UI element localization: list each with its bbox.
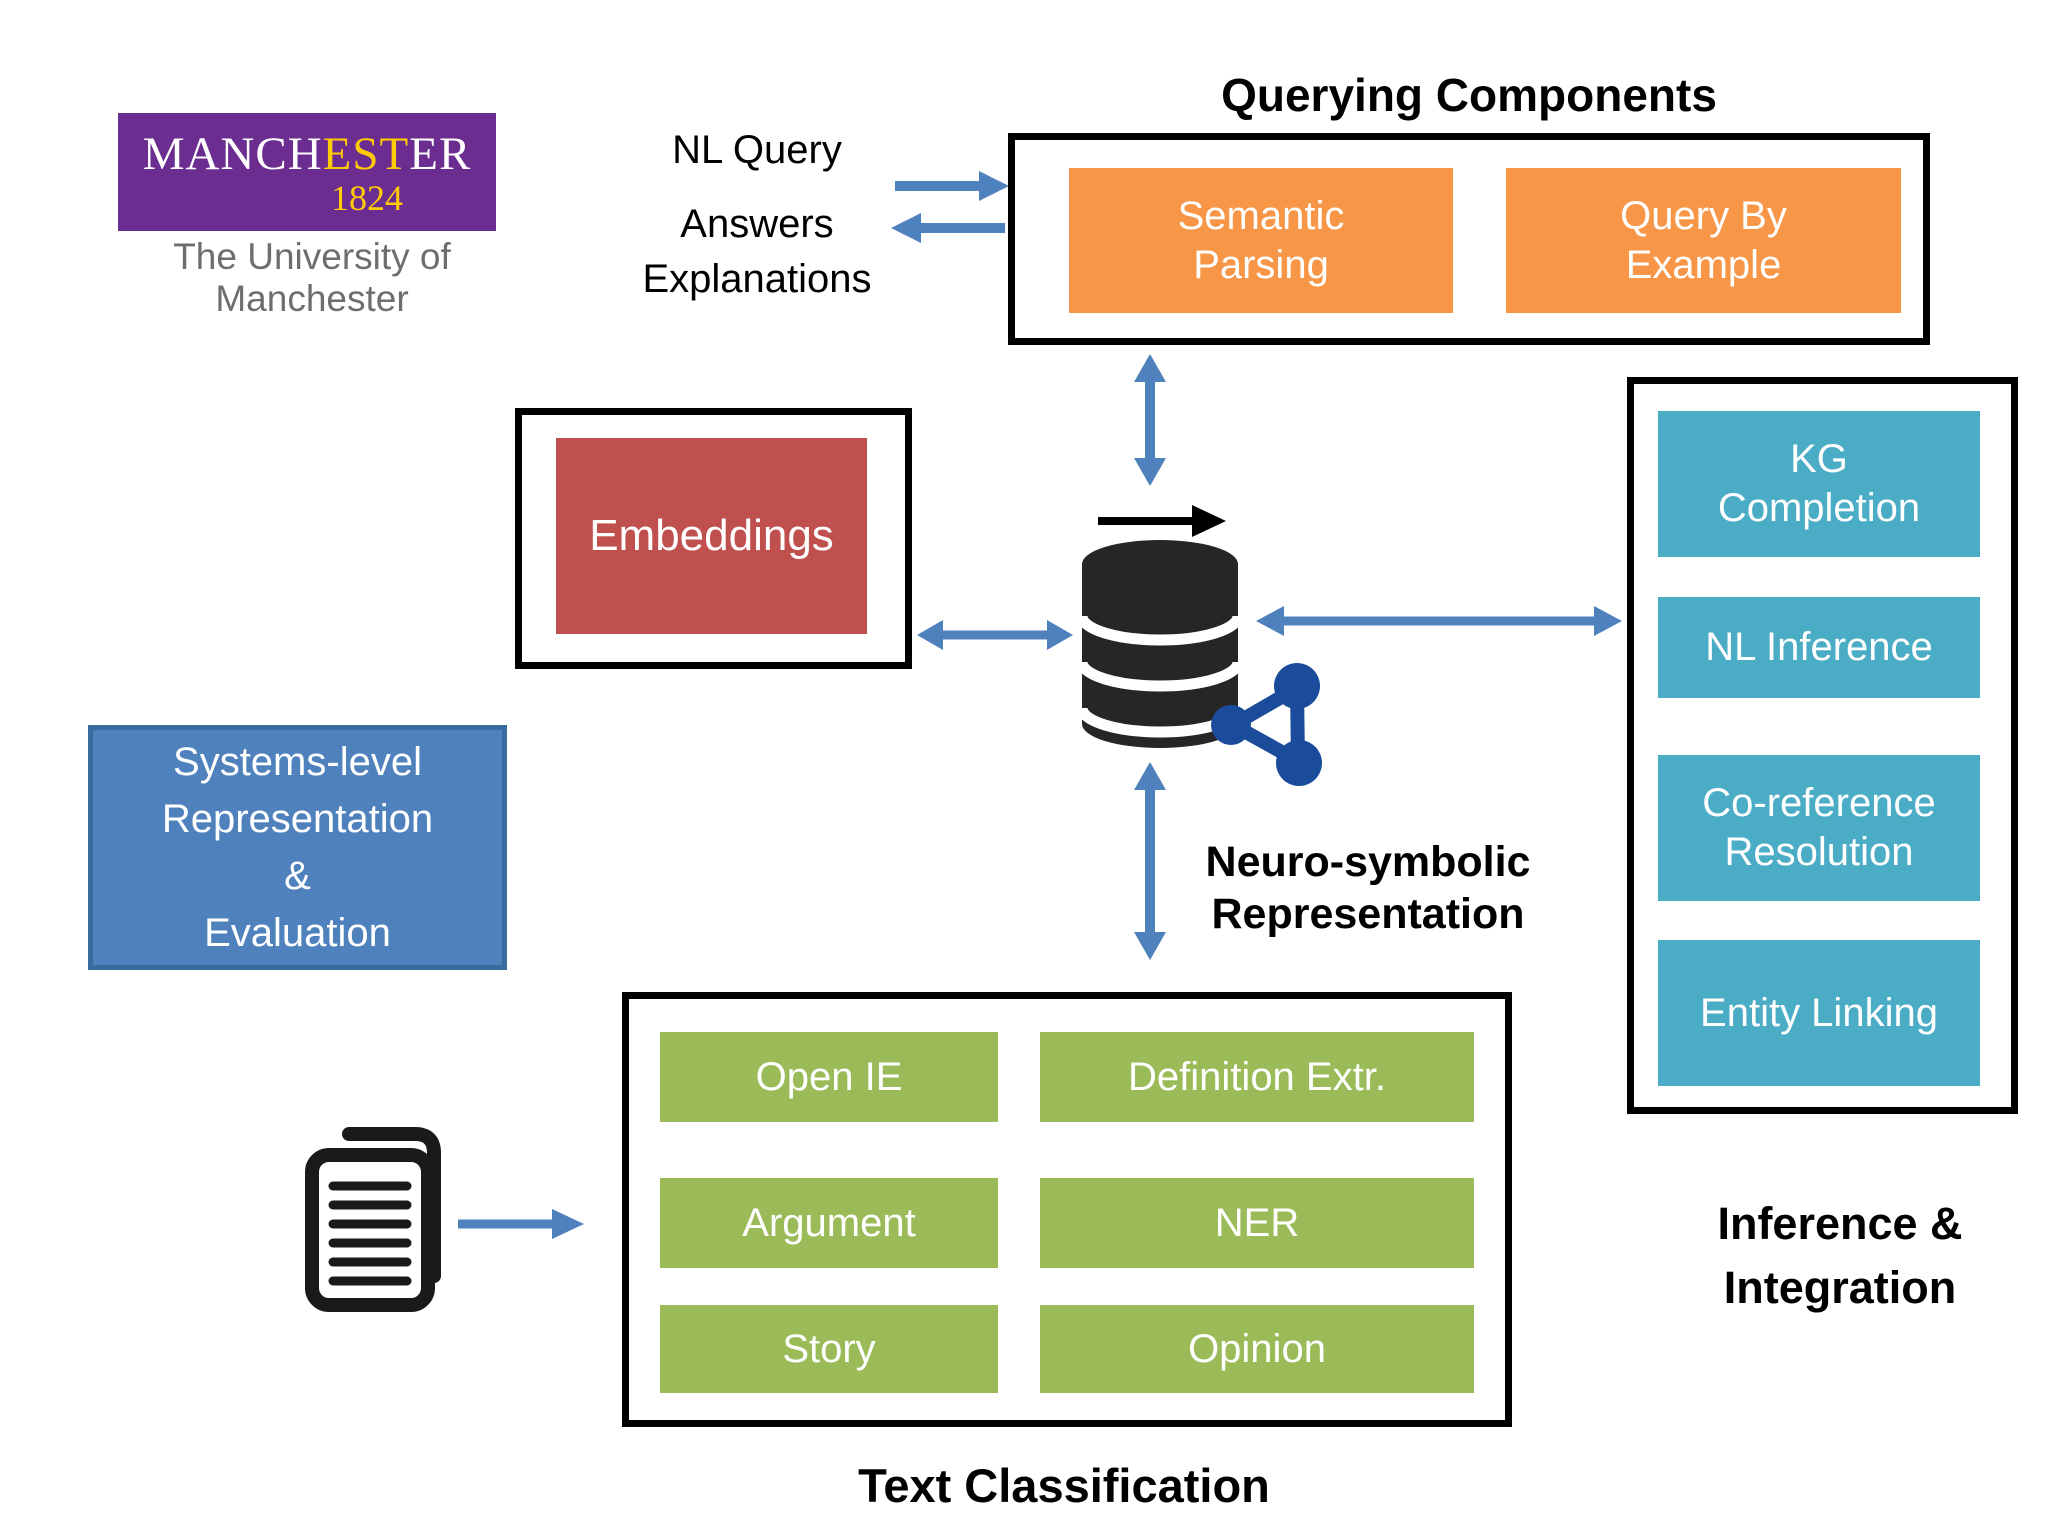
- database-icon: [1078, 540, 1242, 748]
- arrow-doc-classification-icon: [458, 1209, 584, 1239]
- definition-extraction-box: Definition Extr.: [1040, 1032, 1474, 1122]
- arrow-db-inference-icon: [1256, 606, 1622, 636]
- systems-line-2: Representation: [161, 796, 434, 841]
- semantic-parsing-box: Semantic Parsing: [1069, 168, 1453, 313]
- kg-completion-box: KG Completion: [1658, 411, 1980, 557]
- answers-label: Answers: [680, 202, 834, 246]
- query-by-example-box: Query By Example: [1506, 168, 1901, 313]
- neuro-symbolic-line2: Representation: [1211, 890, 1525, 938]
- story-box: Story: [660, 1305, 998, 1393]
- inference-title-line2: Integration: [1723, 1262, 1957, 1313]
- coreference-resolution-box: Co-reference Resolution: [1658, 755, 1980, 901]
- open-ie-box: Open IE: [660, 1032, 998, 1122]
- logo-year: 1824: [331, 178, 403, 218]
- neuro-symbolic-line1: Neuro-symbolic: [1205, 838, 1531, 886]
- story-label: Story: [782, 1326, 876, 1371]
- semantic-parsing-label: Semantic Parsing: [1177, 193, 1345, 287]
- definition-extraction-label: Definition Extr.: [1128, 1054, 1386, 1099]
- argument-label: Argument: [742, 1200, 916, 1245]
- nl-query-label: NL Query: [672, 128, 842, 172]
- arrow-querying-db-icon: [1134, 354, 1166, 486]
- nl-inference-box: NL Inference: [1658, 597, 1980, 698]
- opinion-box: Opinion: [1040, 1305, 1474, 1393]
- wordmark-highlight: EST: [322, 128, 410, 180]
- document-stack-icon: [305, 1127, 441, 1312]
- explanations-label: Explanations: [642, 257, 872, 301]
- systems-line-1: Systems-level: [173, 739, 422, 784]
- arrow-query-in-icon: [895, 171, 1009, 201]
- inference-integration-title: Inference & Integration: [1640, 1192, 2040, 1320]
- argument-box: Argument: [660, 1178, 998, 1268]
- open-ie-label: Open IE: [755, 1054, 903, 1099]
- coreference-resolution-label: Co-reference Resolution: [1702, 781, 1936, 874]
- manchester-logo: MANCHESTER 1824: [118, 113, 496, 231]
- wordmark-prefix: MANCH: [142, 128, 323, 180]
- systems-line-3: &: [284, 853, 311, 898]
- entity-linking-label: Entity Linking: [1700, 990, 1938, 1035]
- embeddings-box: Embeddings: [556, 438, 867, 634]
- ner-box: NER: [1040, 1178, 1474, 1268]
- arrow-embeddings-db-icon: [917, 620, 1073, 650]
- arrow-db-classification-icon: [1134, 762, 1166, 960]
- opinion-label: Opinion: [1188, 1326, 1326, 1371]
- systems-line-4: Evaluation: [204, 910, 391, 955]
- kg-completion-label: KG Completion: [1717, 437, 1921, 530]
- arrow-ingest-icon: [1098, 505, 1226, 537]
- systems-level-box: Systems-level Representation & Evaluatio…: [88, 725, 507, 970]
- neuro-symbolic-label: Neuro-symbolic Representation: [1168, 836, 1568, 940]
- text-classification-title: Text Classification: [858, 1459, 1270, 1512]
- manchester-wordmark: MANCHESTER: [118, 127, 496, 181]
- arrow-answers-out-icon: [891, 213, 1005, 243]
- logo-subtitle: The University of Manchester: [173, 236, 451, 319]
- ner-label: NER: [1214, 1200, 1300, 1245]
- nl-inference-label: NL Inference: [1705, 625, 1933, 670]
- query-by-example-label: Query By Example: [1620, 193, 1787, 287]
- inference-title-line1: Inference &: [1717, 1198, 1963, 1249]
- knowledge-graph-icon: [1211, 663, 1322, 786]
- entity-linking-box: Entity Linking: [1658, 940, 1980, 1086]
- embeddings-label: Embeddings: [589, 511, 834, 561]
- querying-components-title: Querying Components: [1221, 69, 1717, 121]
- wordmark-suffix: ER: [409, 128, 472, 180]
